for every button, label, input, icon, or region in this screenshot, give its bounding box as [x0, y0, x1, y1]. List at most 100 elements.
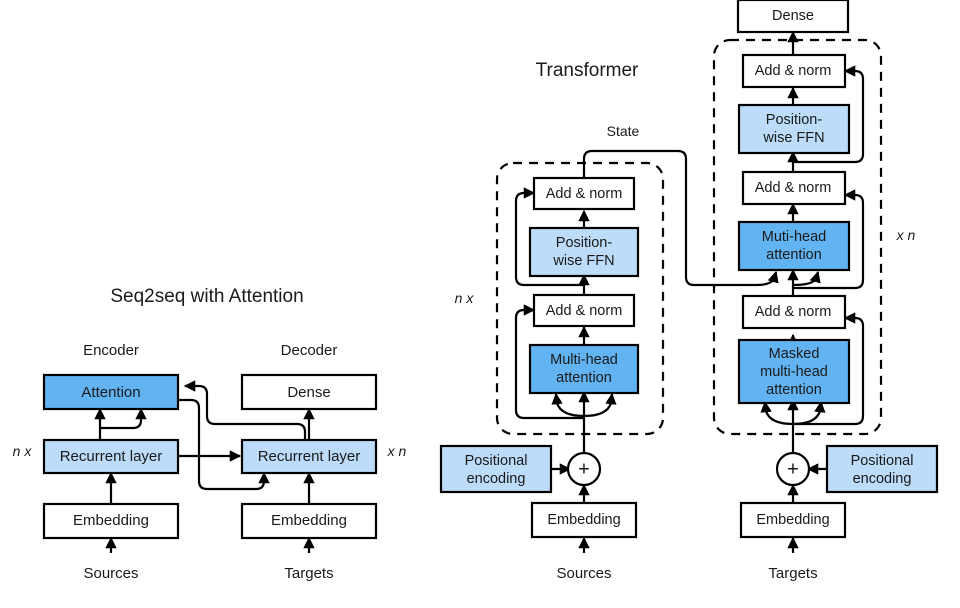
encoder-embedding-box[interactable]: Embedding [42, 502, 180, 540]
decoder-dense-label: Dense [772, 8, 814, 24]
decoder-masked-label-line1: Masked [769, 346, 820, 362]
decoder-ffn-label-line2: wise FFN [762, 130, 824, 146]
seq2seq-encoder-repeat-label: n x [13, 443, 33, 459]
encoder-position-wise-ffn-rect[interactable] [528, 226, 640, 278]
targets-label-seq2seq: Targets [284, 565, 333, 582]
dense-box[interactable]: Dense [240, 373, 378, 411]
arrow-sum-to-masked-left [760, 400, 794, 426]
decoder-add-norm-2-rect[interactable] [741, 170, 847, 206]
targets-label-transformer: Targets [768, 565, 817, 582]
decoder-positional-encoding-box[interactable]: Positional encoding [825, 444, 939, 494]
encoder-recurrent-layer-box[interactable]: Recurrent layer [42, 438, 180, 475]
residual-encoder-attention [514, 304, 584, 420]
encoder-position-wise-ffn-box[interactable]: Position- wise FFN [528, 226, 640, 278]
decoder-add-norm-3-label: Add & norm [755, 63, 832, 79]
state-label: State [607, 123, 640, 139]
decoder-muti-head-attention-rect[interactable] [737, 220, 851, 272]
decoder-embedding-rect-transformer[interactable] [739, 501, 847, 539]
decoder-add-norm-1-rect[interactable] [741, 294, 847, 330]
decoder-position-wise-ffn-box[interactable]: Position- wise FFN [737, 103, 851, 155]
residual-decoder-attention [793, 189, 865, 290]
encoder-column-label: Encoder [83, 342, 139, 359]
decoder-masked-multi-head-attention-box[interactable]: Masked multi-head attention [737, 338, 851, 405]
state-connector [582, 149, 757, 287]
encoder-positional-encoding-box[interactable]: Positional encoding [439, 444, 553, 494]
transformer-title: Transformer [536, 60, 639, 81]
encoder-sum-label: + [578, 458, 590, 480]
encoder-add-norm-2-rect[interactable] [532, 176, 636, 211]
decoder-add-norm-3-rect[interactable] [741, 53, 847, 89]
encoder-posenc-label-line1: Positional [465, 453, 528, 469]
encoder-embedding-label-transformer: Embedding [547, 512, 620, 528]
dense-rect[interactable] [240, 373, 378, 411]
decoder-mutihead-label-line2: attention [766, 247, 822, 263]
decoder-embedding-rect[interactable] [240, 502, 378, 540]
arrow-sum-to-multihead-right [583, 392, 617, 418]
seq2seq-decoder-repeat-label: x n [387, 443, 407, 459]
decoder-dense-box[interactable]: Dense [736, 0, 850, 34]
encoder-add-norm-2-box[interactable]: Add & norm [532, 176, 636, 211]
encoder-add-norm-1-box[interactable]: Add & norm [532, 293, 636, 328]
decoder-add-norm-2-label: Add & norm [755, 180, 832, 196]
sources-label-seq2seq: Sources [83, 565, 138, 582]
decoder-dense-rect[interactable] [736, 0, 850, 34]
arrow-state-to-mutihead-right [792, 270, 821, 287]
decoder-sum-label: + [787, 458, 799, 480]
decoder-embedding-label: Embedding [271, 512, 347, 529]
residual-encoder-ffn [514, 187, 584, 287]
decoder-muti-head-attention-box[interactable]: Muti-head attention [737, 220, 851, 272]
arrow-encoder-recurrent-to-attention-2 [100, 407, 147, 430]
encoder-sum-node[interactable]: + [566, 451, 602, 487]
decoder-masked-multi-head-attention-rect[interactable] [737, 338, 851, 405]
decoder-posenc-label-line1: Positional [851, 453, 914, 469]
encoder-add-norm-2-label: Add & norm [546, 186, 623, 202]
encoder-add-norm-1-rect[interactable] [532, 293, 636, 328]
decoder-ffn-label-line1: Position- [766, 112, 823, 128]
dense-label: Dense [287, 384, 330, 401]
attention-box-rect[interactable] [42, 373, 180, 411]
transformer-diagram: Transformer State n x x n [439, 0, 939, 582]
encoder-recurrent-layer-label: Recurrent layer [60, 448, 163, 465]
decoder-column-label: Decoder [281, 342, 338, 359]
sources-label-transformer: Sources [556, 565, 611, 582]
encoder-recurrent-layer-rect[interactable] [42, 438, 180, 475]
encoder-positional-encoding-rect[interactable] [439, 444, 553, 494]
encoder-ffn-label-line1: Position- [556, 235, 613, 251]
decoder-recurrent-layer-box[interactable]: Recurrent layer [240, 438, 378, 475]
seq2seq-diagram: Seq2seq with Attention Encoder Decoder n… [13, 286, 407, 582]
decoder-sum-node[interactable]: + [775, 451, 811, 487]
decoder-positional-encoding-rect[interactable] [825, 444, 939, 494]
encoder-embedding-box-transformer[interactable]: Embedding [530, 501, 638, 539]
decoder-recurrent-layer-rect[interactable] [240, 438, 378, 475]
encoder-embedding-label: Embedding [73, 512, 149, 529]
arrow-attention-to-decoder-recurrent [178, 398, 270, 491]
arrow-sum-to-multihead-left [551, 392, 585, 418]
transformer-decoder-repeat-label: x n [896, 227, 916, 243]
attention-box-label: Attention [81, 384, 140, 401]
encoder-posenc-label-line2: encoding [467, 471, 526, 487]
encoder-embedding-rect-transformer[interactable] [530, 501, 638, 539]
decoder-masked-label-line2: multi-head [760, 364, 828, 380]
encoder-multihead-label-line1: Multi-head [550, 352, 618, 368]
decoder-position-wise-ffn-rect[interactable] [737, 103, 851, 155]
decoder-sum-circle[interactable] [775, 451, 811, 487]
decoder-recurrent-layer-label: Recurrent layer [258, 448, 361, 465]
decoder-masked-label-line3: attention [766, 382, 822, 398]
residual-decoder-masked [793, 312, 865, 426]
encoder-multi-head-attention-rect[interactable] [528, 343, 640, 395]
encoder-embedding-rect[interactable] [42, 502, 180, 540]
decoder-embedding-box[interactable]: Embedding [240, 502, 378, 540]
attention-box[interactable]: Attention [42, 373, 180, 411]
arrow-state-to-mutihead-left [756, 270, 779, 287]
encoder-multi-head-attention-box[interactable]: Multi-head attention [528, 343, 640, 395]
decoder-add-norm-1-label: Add & norm [755, 304, 832, 320]
decoder-add-norm-2-box[interactable]: Add & norm [741, 170, 847, 206]
decoder-add-norm-1-box[interactable]: Add & norm [741, 294, 847, 330]
encoder-repeat-dashed-box [495, 161, 665, 436]
residual-decoder-ffn [793, 65, 865, 164]
encoder-multihead-label-line2: attention [556, 370, 612, 386]
decoder-add-norm-3-box[interactable]: Add & norm [741, 53, 847, 89]
decoder-embedding-box-transformer[interactable]: Embedding [739, 501, 847, 539]
transformer-encoder-repeat-label: n x [455, 290, 475, 306]
encoder-sum-circle[interactable] [566, 451, 602, 487]
